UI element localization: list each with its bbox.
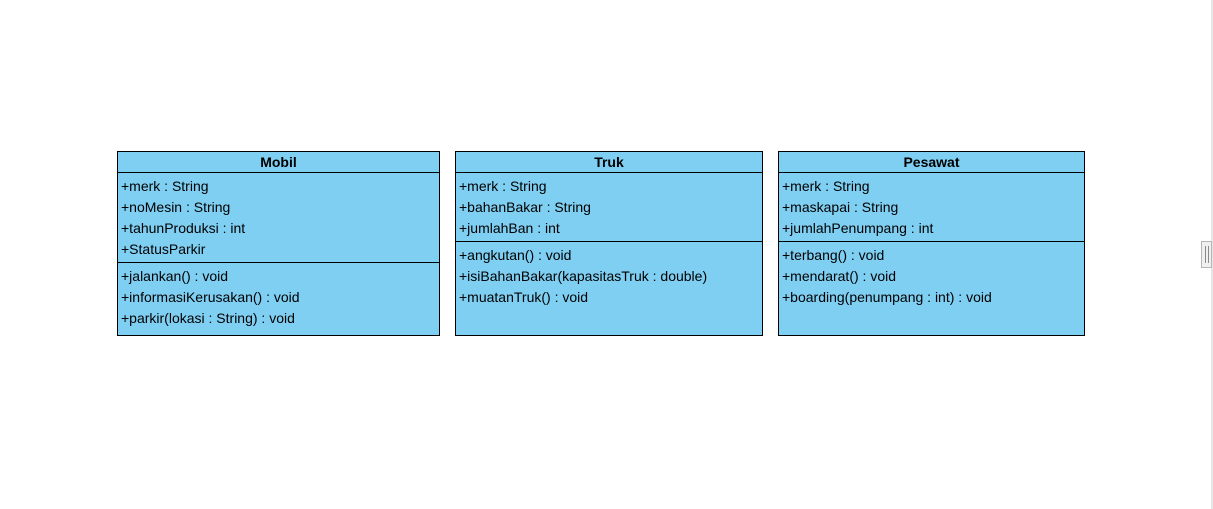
attribute: +StatusParkir bbox=[121, 241, 206, 257]
attribute: +maskapai : String bbox=[782, 199, 899, 215]
operations-compartment: +terbang() : void +mendarat() : void +bo… bbox=[779, 242, 1084, 310]
class-name: Mobil bbox=[118, 152, 439, 173]
class-name: Truk bbox=[456, 152, 762, 173]
class-truk[interactable]: Truk +merk : String +bahanBakar : String… bbox=[455, 151, 763, 336]
class-pesawat[interactable]: Pesawat +merk : String +maskapai : Strin… bbox=[778, 151, 1085, 336]
attribute: +tahunProduksi : int bbox=[121, 220, 246, 236]
operations-compartment: +jalankan() : void +informasiKerusakan()… bbox=[118, 263, 439, 331]
attribute: +noMesin : String bbox=[121, 199, 231, 215]
attributes-compartment: +merk : String +maskapai : String +jumla… bbox=[779, 173, 1084, 242]
attributes-compartment: +merk : String +noMesin : String +tahunP… bbox=[118, 173, 439, 263]
operation: +isiBahanBakar(kapasitasTruk : double) bbox=[459, 268, 708, 284]
resize-handle[interactable] bbox=[1201, 241, 1212, 268]
class-name: Pesawat bbox=[779, 152, 1084, 173]
operation: +terbang() : void bbox=[782, 247, 885, 263]
operation: +mendarat() : void bbox=[782, 268, 896, 284]
operation: +angkutan() : void bbox=[459, 247, 572, 263]
operations-compartment: +angkutan() : void +isiBahanBakar(kapasi… bbox=[456, 242, 762, 310]
attribute: +jumlahBan : int bbox=[459, 220, 560, 236]
attribute: +merk : String bbox=[459, 178, 547, 194]
operation: +informasiKerusakan() : void bbox=[121, 289, 300, 305]
grip-line bbox=[1204, 246, 1206, 263]
panel-divider bbox=[1211, 0, 1213, 509]
attribute: +bahanBakar : String bbox=[459, 199, 591, 215]
attributes-compartment: +merk : String +bahanBakar : String +jum… bbox=[456, 173, 762, 242]
attribute: +merk : String bbox=[782, 178, 870, 194]
attribute: +jumlahPenumpang : int bbox=[782, 220, 934, 236]
operation: +parkir(lokasi : String) : void bbox=[121, 310, 295, 326]
grip-line bbox=[1207, 246, 1209, 263]
operation: +jalankan() : void bbox=[121, 268, 229, 284]
attribute: +merk : String bbox=[121, 178, 209, 194]
operation: +boarding(penumpang : int) : void bbox=[782, 289, 992, 305]
class-mobil[interactable]: Mobil +merk : String +noMesin : String +… bbox=[117, 151, 440, 336]
operation: +muatanTruk() : void bbox=[459, 289, 589, 305]
